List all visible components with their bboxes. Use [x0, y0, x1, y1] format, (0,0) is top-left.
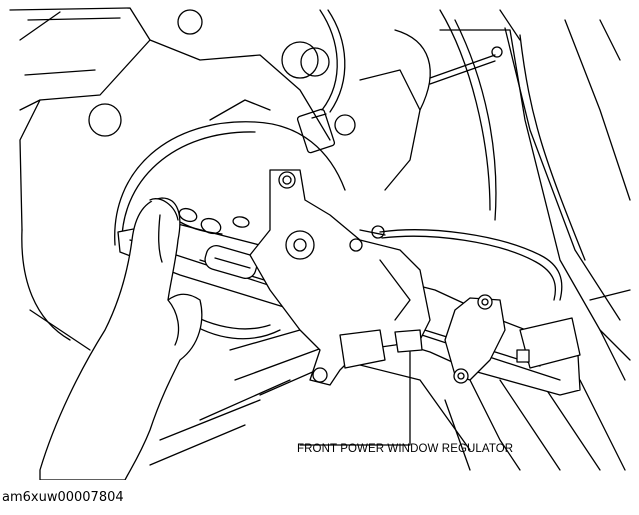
regulator-motor-assembly: [249, 169, 431, 386]
rail-end-bracket: [444, 294, 581, 384]
callout-leader: [299, 351, 411, 446]
door-inner-panel: [9, 7, 471, 471]
regulator-cable: [359, 225, 563, 301]
figure-code: am6xuw00007804: [2, 490, 124, 505]
door-frame: [439, 9, 631, 471]
window-regulator-illustration: [9, 7, 631, 480]
hand-illustration: [39, 197, 250, 480]
callout-label: FRONT POWER WINDOW REGULATOR: [297, 443, 514, 455]
